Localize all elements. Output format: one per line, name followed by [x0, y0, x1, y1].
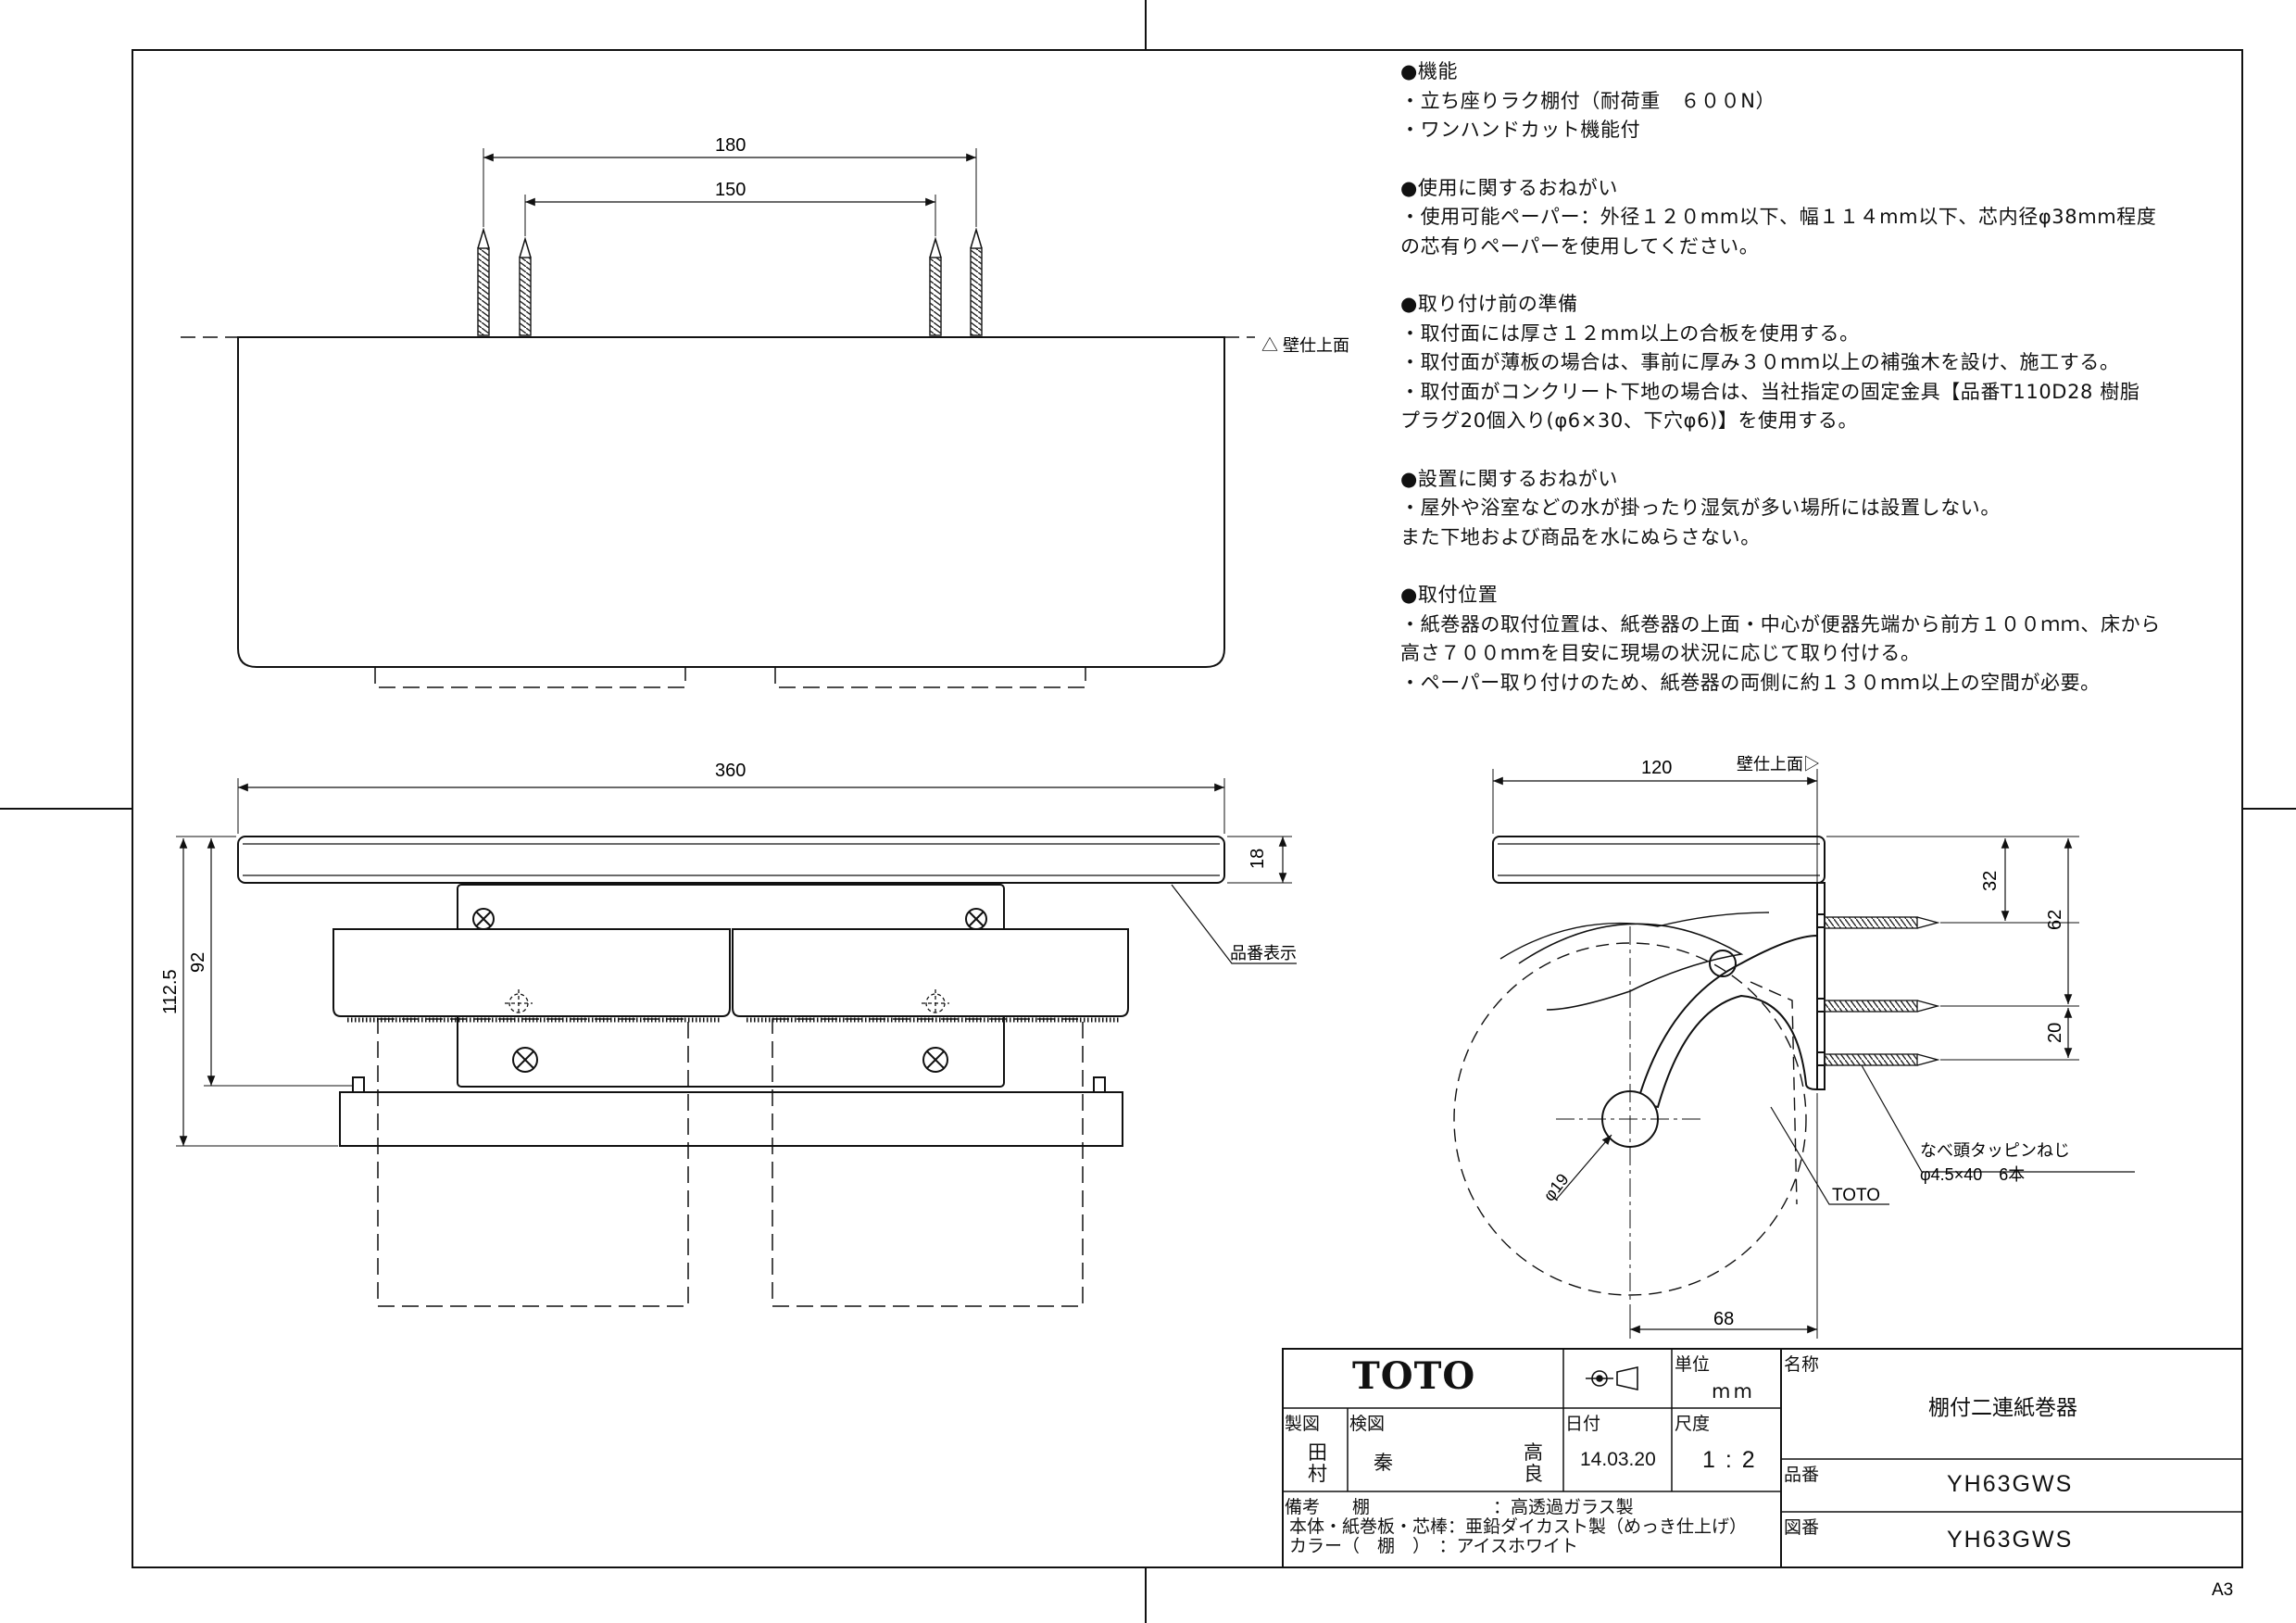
unit-label: 単位	[1675, 1354, 1711, 1375]
note-line: ・紙巻器の取付位置は、紙巻器の上面・中心が便器先端から前方１００ｍｍ、床から	[1400, 612, 2161, 635]
note-heading: ●取付位置	[1400, 584, 1499, 606]
screw-side-3	[1816, 1051, 1940, 1066]
note-line: プラグ20個入り(φ6×30、下穴φ6)】を使用する。	[1400, 409, 1859, 432]
top-view	[181, 148, 1255, 688]
screw-label-1: なべ頭タッピンねじ	[1920, 1141, 2070, 1160]
notes-section: ●機能・立ち座りラク棚付（耐荷重 ６００N） ・ワンハンドカット機能付 ●使用に関す…	[1400, 57, 2234, 698]
drawing-no-value: YH63GWS	[1947, 1527, 2074, 1553]
part-no-label: 品番	[1784, 1465, 1820, 1485]
note-line: 高さ７００ｍｍを目安に現場の状況に応じて取り付ける。	[1400, 642, 1921, 664]
remarks-line-3: カラー（ 棚 ） ：アイスホワイト	[1289, 1536, 1578, 1556]
screw-head-2	[965, 908, 987, 930]
screw-side-1	[1816, 913, 1940, 929]
note-heading: ●取り付け前の準備	[1400, 293, 1578, 315]
note-line: ・立ち座りラク棚付（耐荷重 ６００N）	[1400, 89, 1776, 112]
name-label: 名称	[1784, 1354, 1820, 1375]
note-line: ・取付面がコンクリート下地の場合は、当社指定の固定金具【品番T110D28 樹脂	[1400, 380, 2140, 403]
screw-head-3	[512, 1047, 538, 1073]
note-heading: ●設置に関するおねがい	[1400, 467, 1618, 490]
screw-top-2	[519, 236, 532, 336]
wall-surface-label-top: △ 壁仕上面	[1261, 336, 1349, 355]
dim-120: 120	[1641, 758, 1672, 778]
wall-surface-label-side: 壁仕上面▷	[1737, 755, 1820, 774]
dim-phi-19: φ19	[1539, 1170, 1572, 1204]
dim-20: 20	[2045, 1023, 2065, 1043]
top-view-shelf	[237, 336, 1225, 668]
toto-mark: TOTO	[1832, 1186, 1880, 1205]
holder-arm	[1636, 934, 1818, 1109]
sheet-size: A3	[2212, 1580, 2233, 1600]
screw-top-1	[477, 227, 490, 336]
unit-value: mm	[1712, 1380, 1755, 1403]
remarks-label: 備考	[1285, 1497, 1321, 1517]
drawn-label: 製図	[1285, 1414, 1321, 1434]
checked-label: 検図	[1349, 1414, 1386, 1434]
screw-top-3	[929, 236, 942, 336]
title-block	[1282, 1348, 2243, 1568]
note-line: また下地および商品を水にぬらさない。	[1400, 525, 1761, 548]
projection-symbol	[1586, 1365, 1638, 1391]
dim-18: 18	[1248, 849, 1268, 869]
drawn-value-2: 村	[1308, 1463, 1327, 1485]
dim-62: 62	[2045, 910, 2065, 930]
note-line: ・ワンハンドカット機能付	[1400, 119, 1641, 141]
note-line: ・使用可能ペーパー：外径１２０mm以下、幅１１４mm以下、芯内径φ38mm程度	[1400, 206, 2157, 228]
remarks-line-1: 棚 ：高透過ガラス製	[1352, 1497, 1634, 1517]
checked-value-3: 良	[1524, 1463, 1543, 1485]
date-value: 14.03.20	[1580, 1449, 1656, 1470]
remarks-line-2: 本体・紙巻板・芯棒：亜鉛ダイカスト製（めっき仕上げ）	[1289, 1516, 1748, 1537]
front-shelf	[237, 836, 1225, 884]
note-line: ・取付面には厚さ１２mm以上の合板を使用する。	[1400, 321, 1860, 345]
scale-label: 尺度	[1675, 1414, 1711, 1434]
name-value: 棚付二連紙巻器	[1928, 1396, 2077, 1420]
note-heading: ●使用に関するおねがい	[1400, 176, 1618, 199]
holder-left	[332, 928, 731, 1017]
note-line: ・取付面が薄板の場合は、事前に厚み３０ｍｍ以上の補強木を設け、施工する。	[1400, 351, 2120, 373]
checked-value-2: 高	[1524, 1441, 1543, 1464]
checked-value-1: 秦	[1374, 1452, 1393, 1474]
screw-label-2: φ4.5×40 6本	[1920, 1165, 2025, 1184]
front-view	[176, 778, 1297, 1307]
side-shelf	[1492, 836, 1826, 884]
dim-112-5: 112.5	[160, 969, 181, 1014]
dim-180: 180	[715, 135, 746, 156]
dim-360: 360	[715, 761, 746, 781]
note-line: ・屋外や浴室などの水が掛ったり湿気が多い場所には設置しない。	[1400, 497, 2001, 519]
drawing-no-label: 図番	[1784, 1517, 1820, 1538]
dim-150: 150	[715, 180, 746, 200]
dim-92: 92	[188, 952, 208, 973]
note-line: ・ペーパー取り付けのため、紙巻器の両側に約１３０ｍｍ以上の空間が必要。	[1400, 671, 2101, 694]
scale-value: 1 : 2	[1702, 1447, 1757, 1473]
base-bar	[339, 1091, 1123, 1147]
note-heading: ●機能	[1400, 60, 1459, 82]
side-view	[1453, 769, 2135, 1339]
dim-32: 32	[1980, 871, 2001, 891]
note-line: の芯有りペーパーを使用してください。	[1400, 234, 1760, 258]
dim-68: 68	[1713, 1309, 1734, 1329]
part-number-label: 品番表示	[1230, 944, 1297, 962]
screw-head-1	[472, 908, 495, 930]
screw-top-4	[970, 227, 983, 336]
date-label: 日付	[1565, 1414, 1601, 1434]
part-no-value: YH63GWS	[1947, 1471, 2074, 1497]
toto-logo: TOTO	[1352, 1354, 1476, 1398]
holder-right	[732, 928, 1129, 1017]
paper-roll-outline	[1453, 942, 1807, 1296]
screw-side-2	[1816, 998, 1940, 1013]
drawn-value-1: 田	[1308, 1441, 1327, 1464]
screw-head-4	[922, 1047, 948, 1073]
